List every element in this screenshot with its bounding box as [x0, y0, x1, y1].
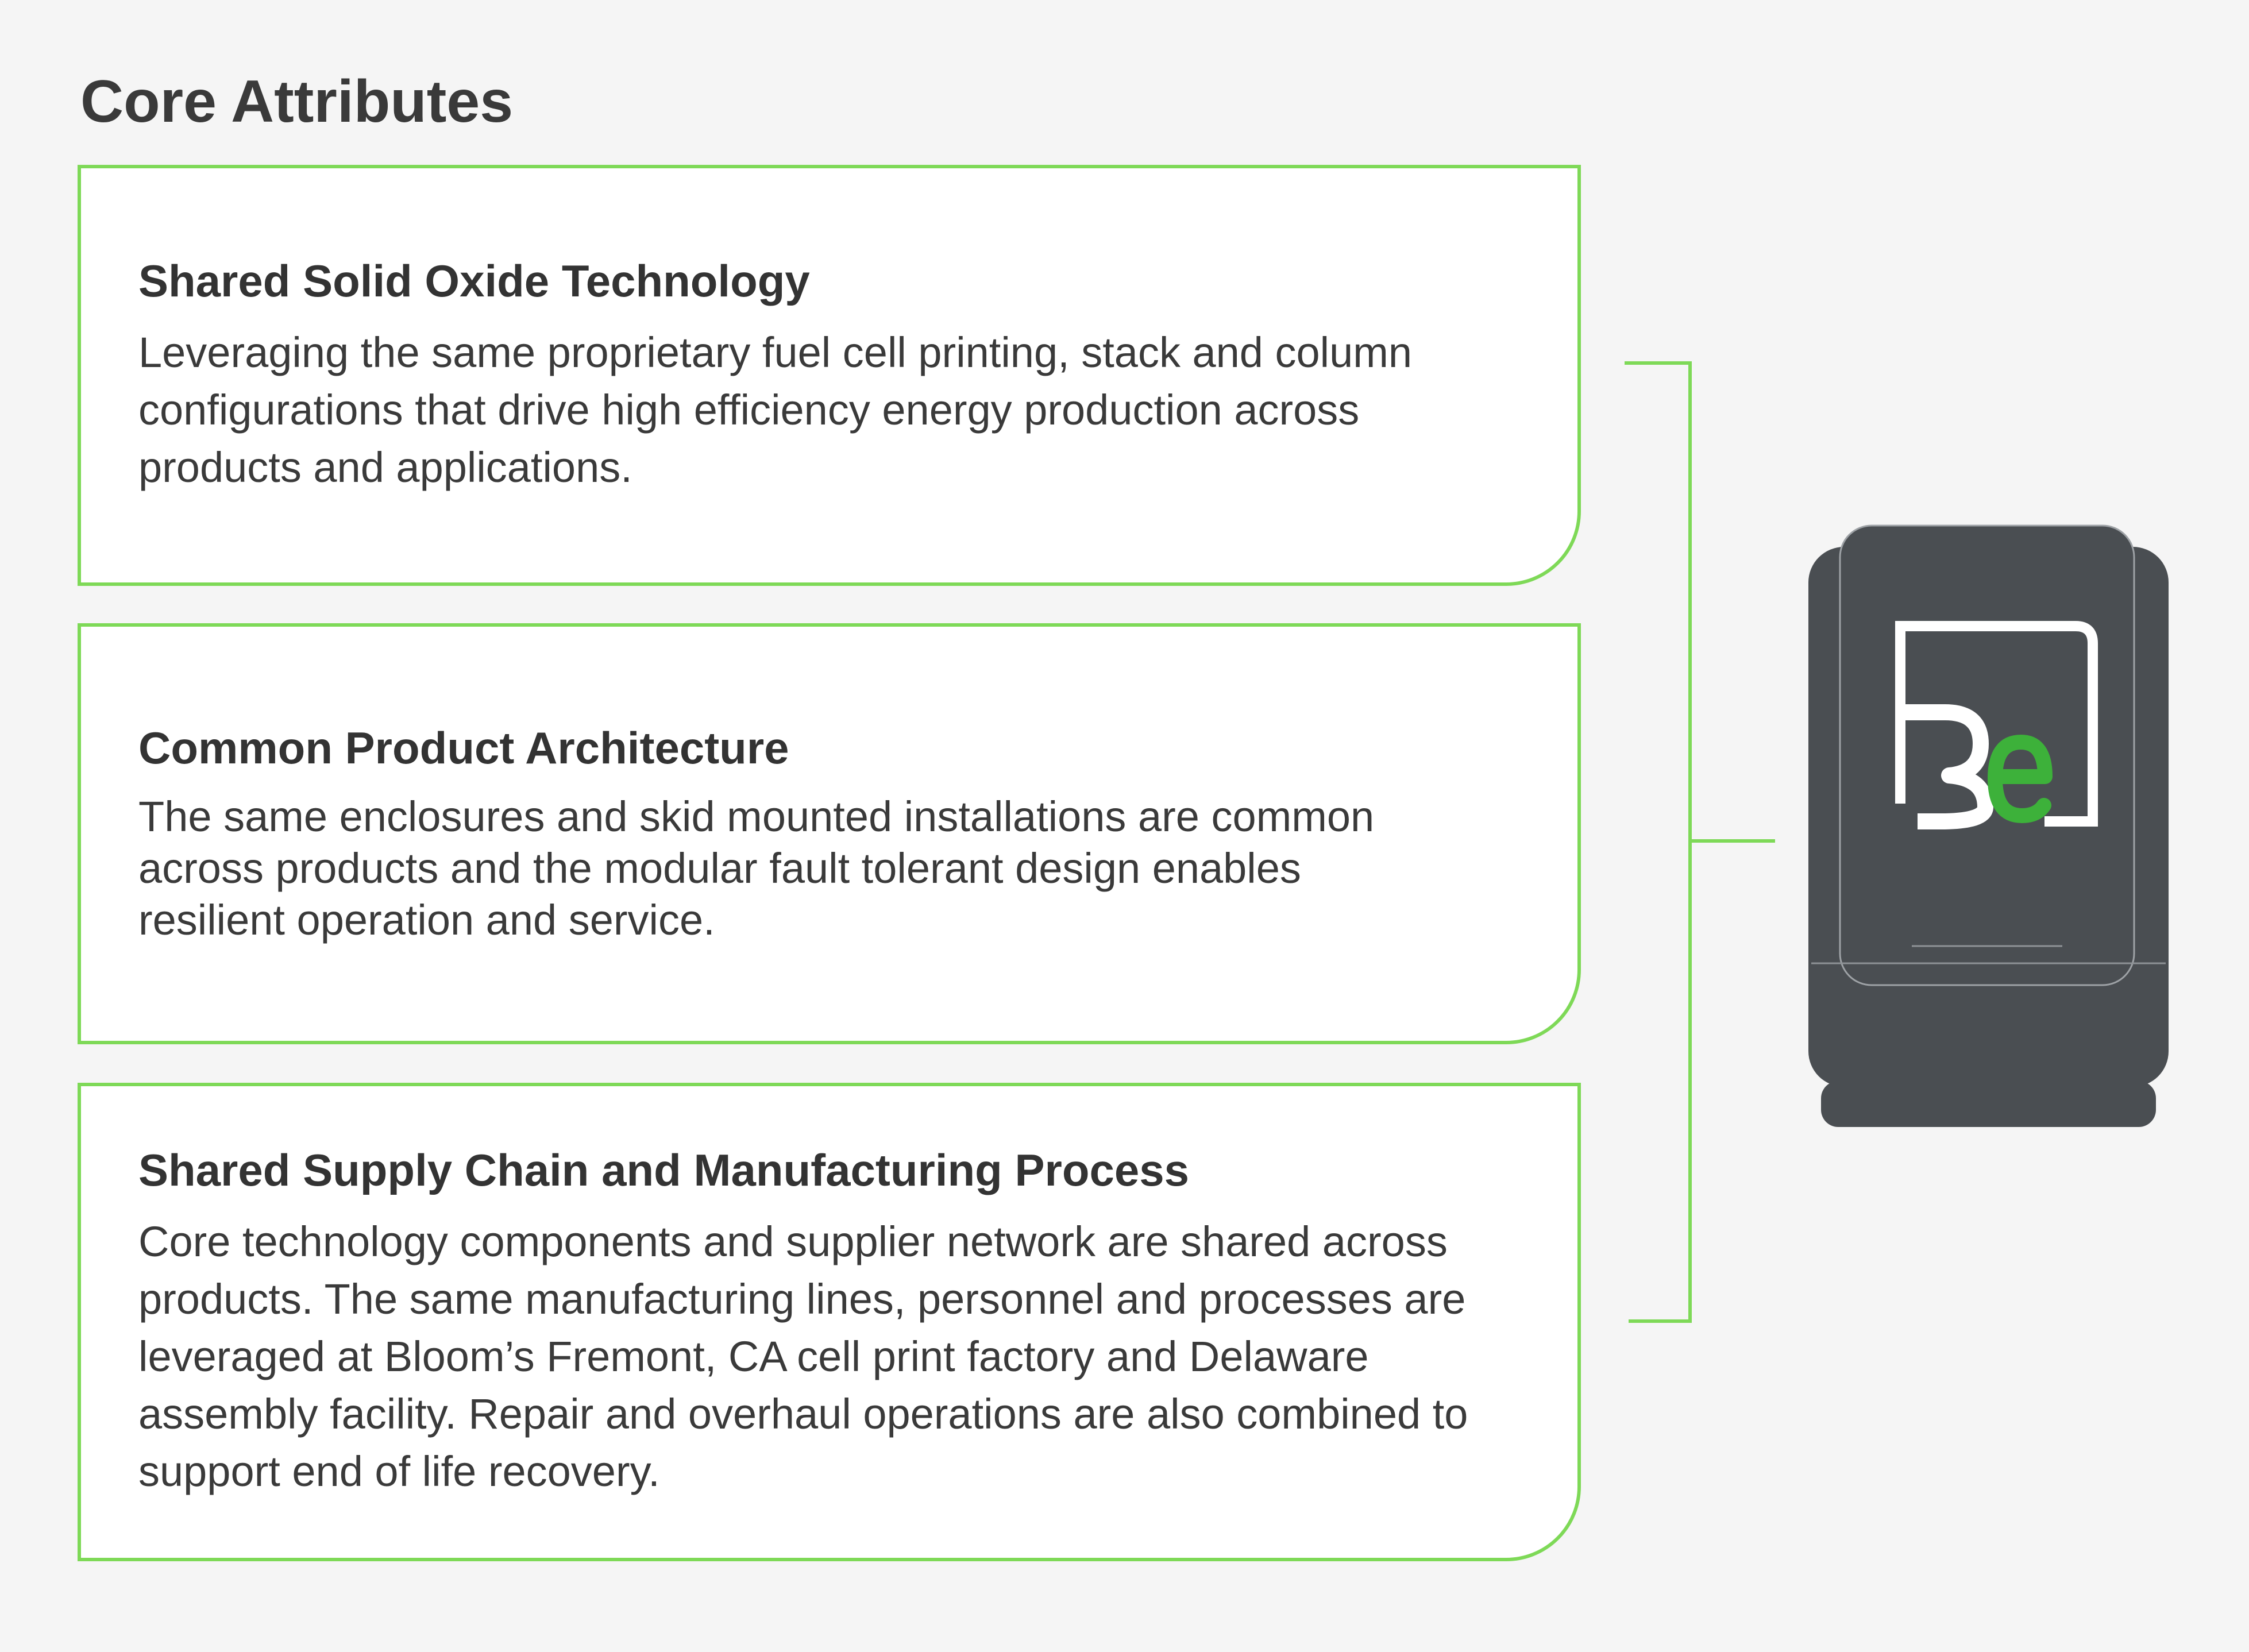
card-title: Shared Supply Chain and Manufacturing Pr… — [138, 1144, 1190, 1195]
card-description-line: products. The same manufacturing lines, … — [138, 1275, 1466, 1323]
logo-letter-e — [1988, 735, 2053, 823]
fuel-cell-server-icon — [1808, 524, 2169, 1127]
card-description-line: Core technology components and supplier … — [138, 1218, 1448, 1266]
card-description-line: products and applications. — [138, 443, 632, 492]
device-base — [1821, 1081, 2156, 1127]
card-description-line: assembly facility. Repair and overhaul o… — [138, 1390, 1468, 1438]
logo-frame — [1895, 621, 2098, 827]
attribute-card-shared-supply-chain: Shared Supply Chain and Manufacturing Pr… — [78, 1083, 1581, 1561]
card-description-line: configurations that drive high efficienc… — [138, 386, 1360, 434]
attribute-card-common-architecture: Common Product Architecture The same enc… — [78, 623, 1581, 1044]
card-description-line: The same enclosures and skid mounted ins… — [138, 793, 1375, 841]
card-description-line: support end of life recovery. — [138, 1448, 660, 1496]
card-description: The same enclosures and skid mounted ins… — [138, 791, 1497, 946]
card-description: Core technology components and supplier … — [138, 1213, 1497, 1500]
bloom-energy-be-logo — [1895, 621, 2098, 829]
card-description-line: across products and the modular fault to… — [138, 844, 1301, 893]
card-description-line: resilient operation and service. — [138, 896, 715, 944]
page-title: Core Attributes — [80, 68, 514, 135]
card-title: Shared Solid Oxide Technology — [138, 255, 810, 306]
card-title: Common Product Architecture — [138, 722, 789, 773]
card-description-line: Leveraging the same proprietary fuel cel… — [138, 329, 1413, 377]
card-description: Leveraging the same proprietary fuel cel… — [138, 324, 1497, 496]
logo-letter-b — [1900, 704, 1993, 829]
bracket-line — [1625, 361, 1692, 1323]
card-description-line: leveraged at Bloom’s Fremont, CA cell pr… — [138, 1333, 1369, 1381]
attribute-card-shared-solid-oxide: Shared Solid Oxide Technology Leveraging… — [78, 165, 1581, 586]
